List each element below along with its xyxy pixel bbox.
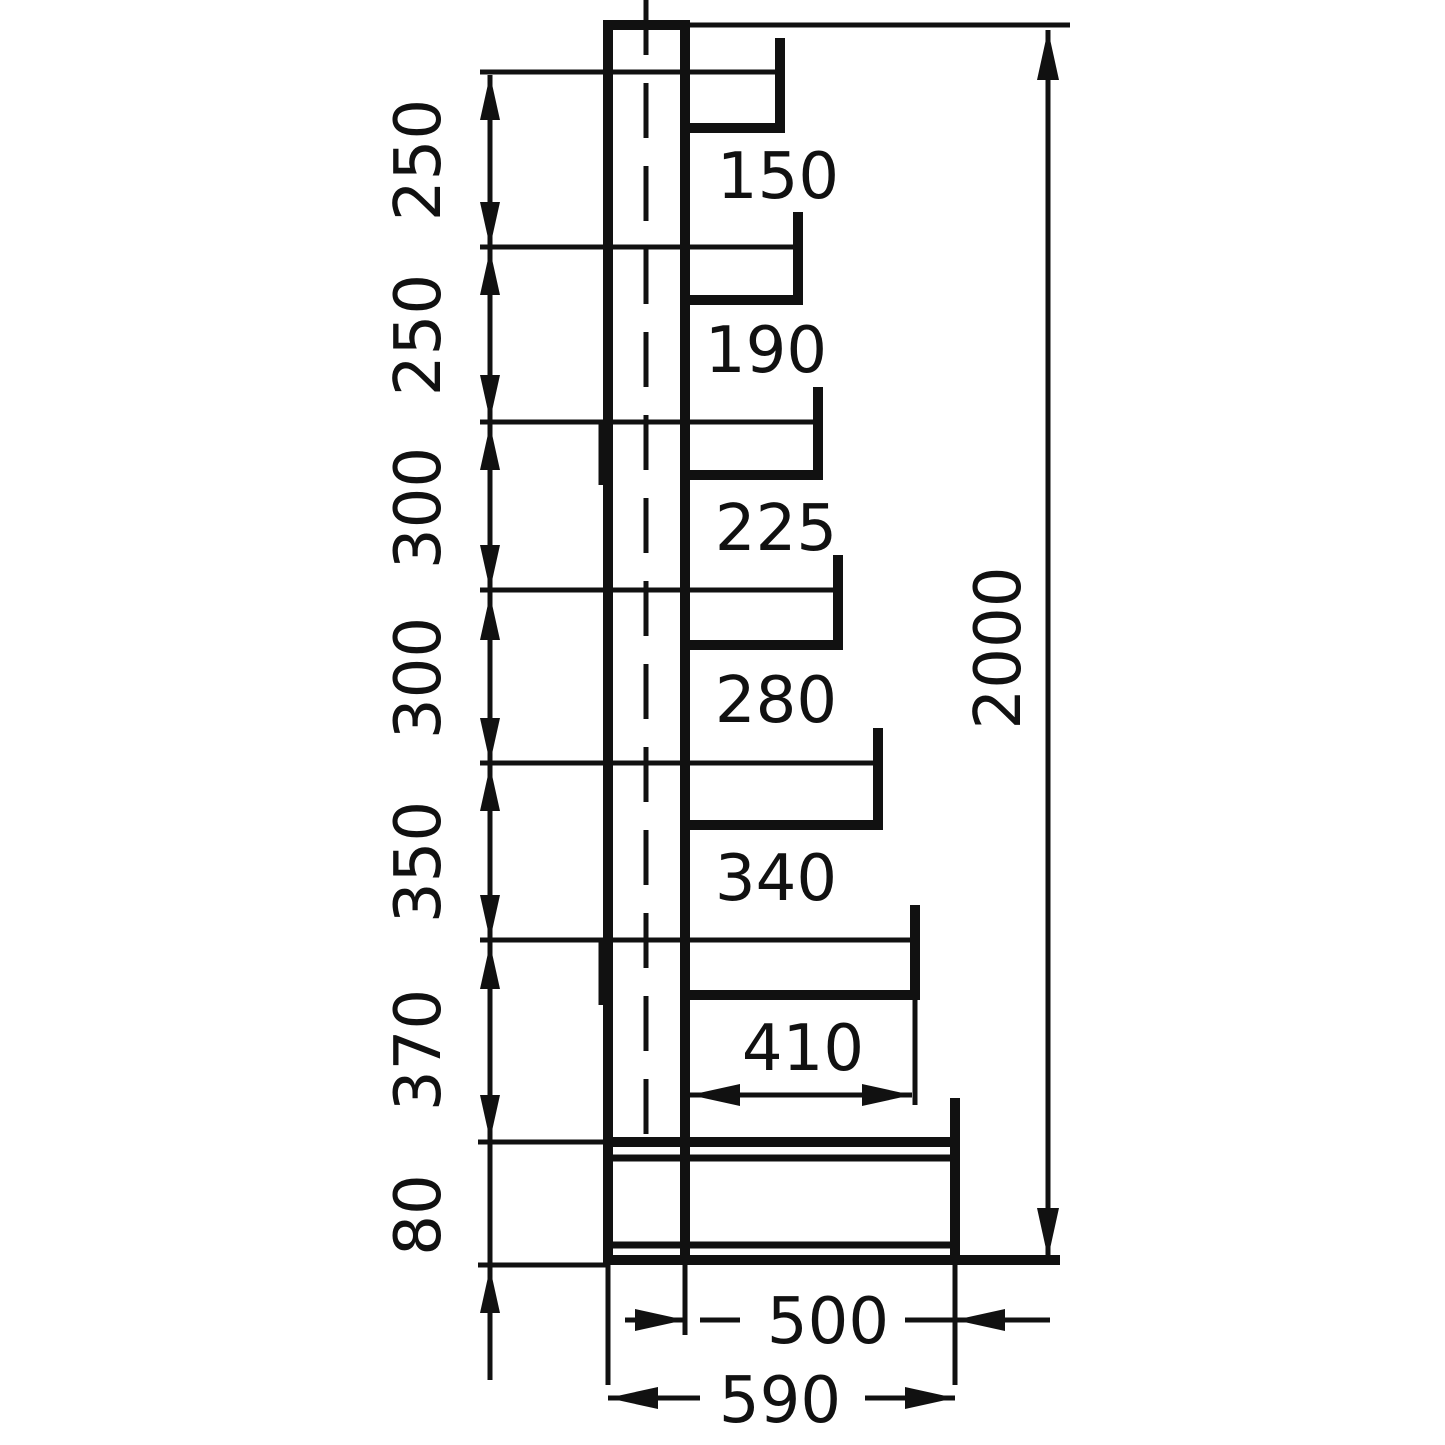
arm-length-label-6: 410 (742, 1012, 864, 1086)
height-label-4: 300 (382, 617, 456, 739)
depth-label-500: 500 (767, 1285, 889, 1359)
arm-6-dimension-line (690, 1000, 918, 1106)
upright-column (598, 0, 690, 1265)
arm-length-label-3: 225 (715, 492, 837, 566)
arm-length-label-1: 150 (717, 140, 839, 214)
arm-1 (480, 38, 785, 133)
total-height-dimension (685, 22, 1070, 1258)
arm-6 (480, 905, 920, 1000)
depth-label-590: 590 (719, 1364, 841, 1438)
arm-length-label-4: 280 (715, 664, 837, 738)
arm-4 (480, 555, 843, 650)
height-label-5: 350 (382, 801, 456, 923)
height-label-3: 300 (382, 447, 456, 569)
arm-length-label-5: 340 (715, 842, 837, 916)
arm-3 (480, 387, 823, 480)
height-dimension-chain (480, 75, 500, 1380)
depth-dimension-590 (605, 1262, 958, 1409)
base (478, 1098, 1060, 1268)
height-label-6: 370 (382, 989, 456, 1111)
depth-dimension-500 (625, 1265, 1050, 1335)
arm-2 (480, 212, 803, 305)
arm-length-label-2: 190 (705, 314, 827, 388)
height-label-2: 250 (382, 274, 456, 396)
height-label-1: 250 (382, 99, 456, 221)
height-label-7: 80 (382, 1174, 456, 1255)
total-height-label: 2000 (962, 567, 1036, 730)
arm-5 (480, 728, 883, 830)
